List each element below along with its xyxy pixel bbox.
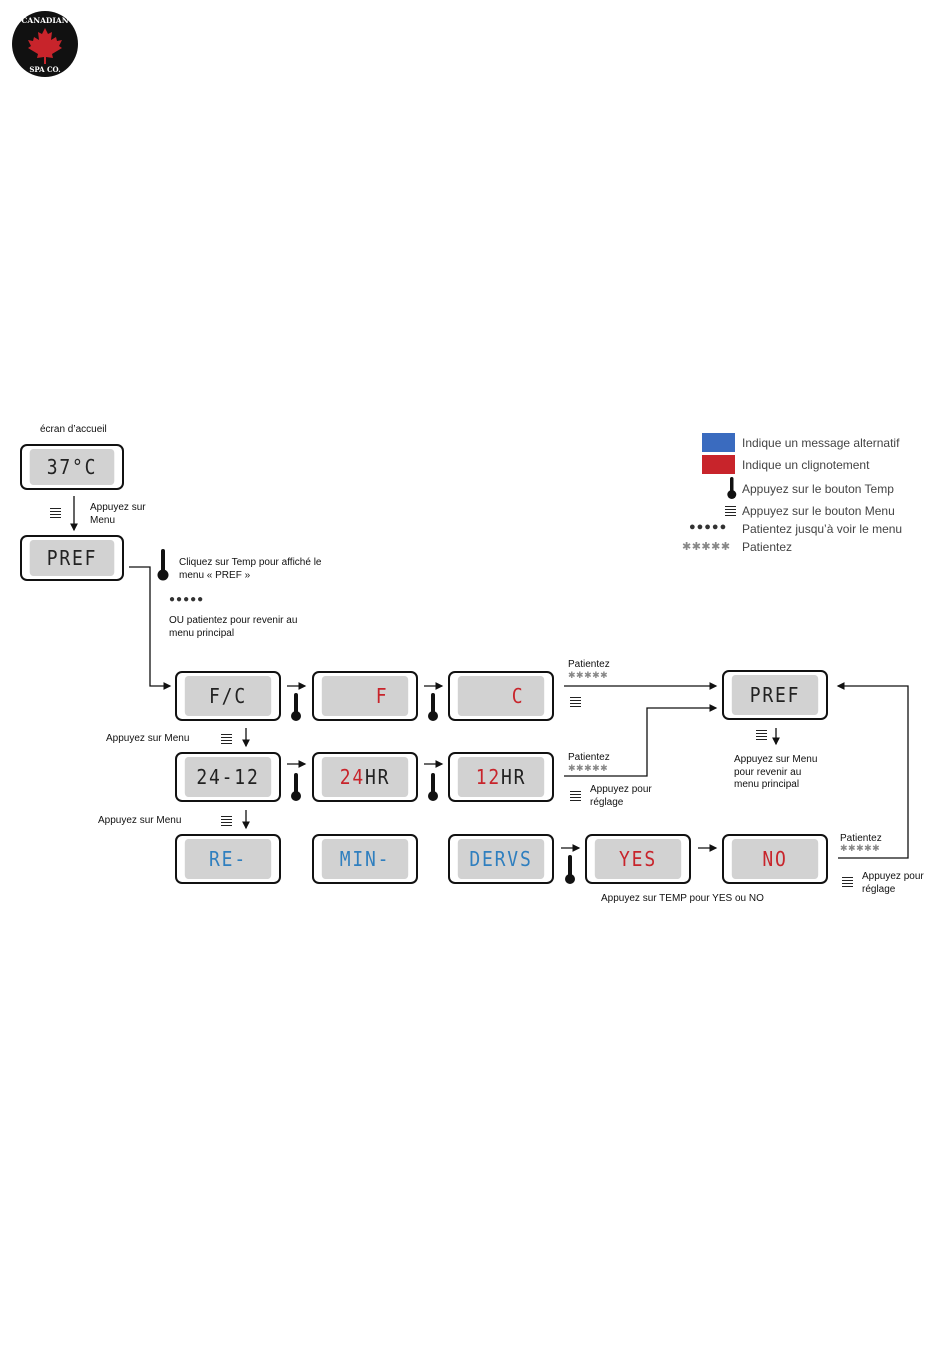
or-wait-label: OU patientez pour revenir au menu princi… [169, 615, 298, 639]
legend-swatch-red [702, 455, 735, 474]
menu-icon [725, 506, 736, 517]
press-setting-label: Appuyez pour réglage [862, 871, 924, 895]
thermometer-icon [565, 855, 575, 884]
maple-leaf-icon [28, 28, 62, 64]
legend-stars: ✱✱✱✱✱ [682, 541, 731, 553]
hr24-unit: HR [365, 765, 391, 789]
menu-icon [50, 508, 61, 519]
press-menu-label: Appuyez sur Menu [98, 815, 182, 826]
lcd-c: C [448, 671, 554, 721]
click-temp-pref-label: Cliquez sur Temp pour affiché le menu « … [179, 557, 322, 581]
lcd-24-12: 24-12 [175, 752, 281, 802]
thermometer-icon [428, 773, 438, 801]
menu-icon [756, 730, 767, 741]
lcd-pref-1: PREF [20, 535, 124, 581]
legend-wait-until-menu: Patientez jusqu’à voir le menu [742, 522, 903, 536]
patientez-label: Patientez [568, 752, 610, 763]
legend-wait: Patientez [742, 540, 793, 554]
canadian-spa-logo: CANADIAN SPA CO. [11, 10, 79, 78]
thermometer-icon [428, 693, 438, 721]
lcd-pref-2: PREF [722, 670, 828, 720]
thermometer-icon [727, 477, 737, 499]
press-menu-label: Appuyez sur Menu [90, 502, 146, 526]
press-temp-yes-no-label: Appuyez sur TEMP pour YES ou NO [601, 893, 764, 904]
wait-dots: ●●●●● [169, 594, 205, 605]
lcd-dervs: DERVS [448, 834, 554, 884]
hr24-digits: 24 [339, 765, 365, 789]
press-setting-label: Appuyez pour réglage [590, 784, 652, 808]
wait-stars: ✱✱✱✱✱ [568, 670, 609, 680]
lcd-f: F [312, 671, 418, 721]
home-screen-label: écran d’accueil [40, 424, 107, 435]
legend-dots: ●●●●● [689, 521, 728, 533]
legend-alt-message: Indique un message alternatif [742, 436, 900, 450]
lcd-no: NO [722, 834, 828, 884]
wait-stars: ✱✱✱✱✱ [568, 763, 609, 773]
hr12-unit: HR [501, 765, 527, 789]
lcd-fc: F/C [175, 671, 281, 721]
hr12-digits: 12 [475, 765, 501, 789]
patientez-label: Patientez [568, 659, 610, 670]
press-menu-return-label: Appuyez sur Menu pour revenir au menu pr… [734, 754, 818, 790]
menu-icon [570, 791, 581, 802]
lcd-home: 37°C [20, 444, 124, 490]
menu-icon [570, 697, 581, 708]
legend-swatch-blue [702, 433, 735, 452]
press-menu-label: Appuyez sur Menu [106, 733, 190, 744]
legend-blinking: Indique un clignotement [742, 458, 870, 472]
menu-icon [221, 734, 232, 745]
menu-icon [842, 877, 853, 888]
patientez-label: Patientez [840, 833, 882, 844]
svg-text:CANADIAN: CANADIAN [21, 16, 68, 25]
legend-press-menu: Appuyez sur le bouton Menu [742, 504, 895, 518]
lcd-min: MIN- [312, 834, 418, 884]
legend-press-temp: Appuyez sur le bouton Temp [742, 482, 894, 496]
thermometer-icon [157, 549, 169, 581]
thermometer-icon [291, 693, 301, 721]
svg-text:SPA CO.: SPA CO. [29, 65, 60, 74]
thermometer-icon [291, 773, 301, 801]
menu-icon [221, 816, 232, 827]
wait-stars: ✱✱✱✱✱ [840, 843, 881, 853]
lcd-yes: YES [585, 834, 691, 884]
lcd-re: RE- [175, 834, 281, 884]
